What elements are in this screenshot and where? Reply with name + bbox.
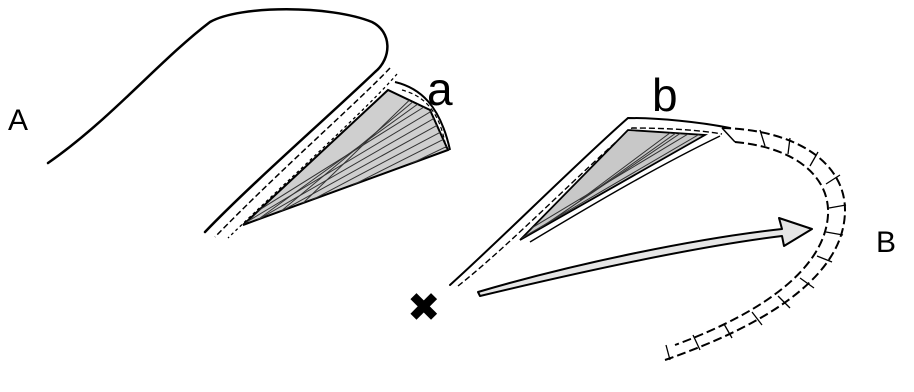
label-a: a — [427, 66, 453, 112]
label-B: B — [876, 228, 896, 258]
label-A: A — [8, 106, 28, 136]
flap-b — [450, 116, 730, 286]
x-mark-icon: ✖ — [407, 288, 441, 328]
rotation-arrow — [478, 218, 812, 296]
label-b: b — [652, 72, 678, 118]
